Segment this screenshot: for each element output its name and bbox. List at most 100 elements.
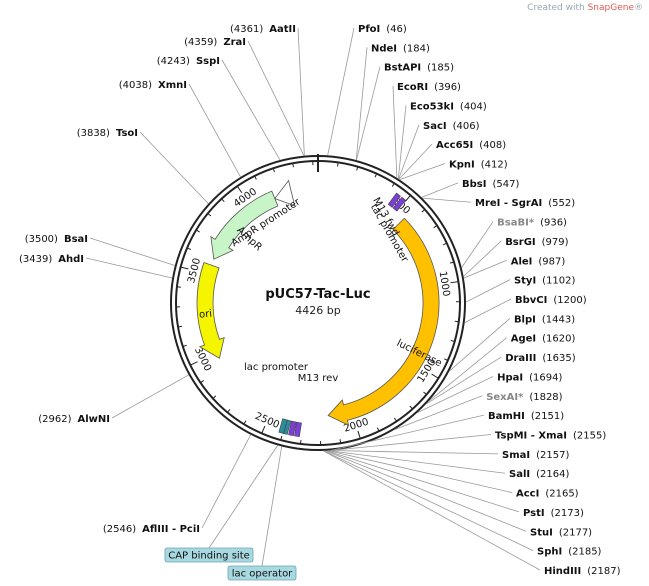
tick-minor	[280, 436, 283, 441]
site-leader	[397, 105, 407, 179]
boxed-label-leader	[261, 446, 283, 567]
site-xmni[interactable]: (4038)XmnI	[119, 80, 187, 91]
site-leader	[461, 221, 494, 268]
site-alwni[interactable]: (2962)AlwNI	[38, 414, 110, 425]
site-leader	[297, 27, 305, 156]
tick-minor	[200, 379, 205, 384]
site-zrai[interactable]: (4359)ZraI	[184, 37, 246, 48]
site-sali[interactable]: SalI(2164)	[509, 469, 569, 480]
site-leader	[89, 237, 175, 266]
site-leader	[323, 450, 534, 552]
site-alei[interactable]: AleI(987)	[511, 256, 566, 267]
site-saci[interactable]: SacI(406)	[423, 121, 480, 132]
site-kpni[interactable]: KpnI(412)	[449, 160, 508, 171]
m13-rev-feature[interactable]	[294, 421, 302, 438]
m13-fwd-feature[interactable]	[387, 192, 401, 208]
tick-minor	[443, 358, 449, 361]
snapgene-watermark: Created with SnapGene®	[527, 3, 643, 13]
site-leader	[327, 450, 513, 493]
ampr-feature[interactable]	[210, 190, 279, 260]
site-leader	[422, 197, 472, 203]
tick-minor	[212, 395, 217, 399]
tick-minor	[337, 162, 339, 167]
site-leader	[325, 450, 527, 532]
site-leader	[328, 450, 506, 474]
tick-major	[180, 266, 189, 270]
tick-minor	[423, 391, 427, 395]
site-leader	[188, 83, 241, 178]
ampr-promoter-feature[interactable]	[274, 179, 296, 207]
site-leader	[463, 259, 507, 279]
site-sexai[interactable]: SexAI*(1828)	[486, 392, 562, 403]
site-ecori[interactable]: EcoRI(396)	[397, 82, 461, 93]
site-leader	[394, 395, 483, 430]
tick-label: 1000	[437, 270, 452, 297]
site-leader	[201, 434, 251, 529]
lac-operator-box[interactable]	[227, 565, 297, 581]
lac-promoter-label: lac promoter	[244, 362, 309, 373]
site-bsabi[interactable]: BsaBI*(936)	[497, 218, 567, 229]
site-draiii[interactable]: DraIII(1635)	[505, 353, 576, 364]
plasmid-center: pUC57-Tac-Luc 4426 bp	[265, 287, 370, 317]
site-blpi[interactable]: BlpI(1443)	[514, 314, 575, 325]
site-eco53ki[interactable]: Eco53kI(404)	[410, 101, 487, 112]
site-leader	[398, 124, 420, 180]
site-leader	[326, 450, 520, 513]
site-stui[interactable]: StuI(2177)	[530, 527, 592, 538]
site-acc65i[interactable]: Acc65I(408)	[436, 140, 506, 151]
tick-major	[190, 361, 198, 366]
site-bbsi[interactable]: BbsI(547)	[462, 179, 519, 190]
site-styi[interactable]: StyI(1102)	[514, 276, 576, 287]
site-leader	[465, 279, 511, 303]
site-bamhi[interactable]: BamHI(2151)	[488, 411, 564, 422]
site-bsrgi[interactable]: BsrGI(979)	[505, 237, 568, 248]
tick-minor	[227, 408, 231, 413]
lac-promoter-feature[interactable]	[288, 420, 297, 437]
site-ndei[interactable]: NdeI(184)	[371, 43, 430, 54]
site-pfoi[interactable]: PfoI(46)	[358, 24, 407, 35]
ring-outer	[170, 155, 466, 451]
tick-major	[431, 373, 439, 379]
site-leader	[399, 163, 446, 180]
luciferase-feature[interactable]	[327, 217, 440, 426]
ori-feature[interactable]	[196, 261, 225, 359]
cap-binding-site-feature[interactable]	[278, 418, 288, 434]
site-leader	[329, 450, 499, 455]
site-tspmi-xmai[interactable]: TspMI - XmaI(2155)	[495, 431, 606, 442]
site-sphi[interactable]: SphI(2185)	[537, 547, 602, 558]
lac-operator-box-label: lac operator	[232, 569, 293, 580]
tick-minor	[356, 166, 359, 171]
tick-major	[261, 425, 266, 434]
site-acci[interactable]: AccI(2165)	[516, 489, 579, 500]
site-tsoi[interactable]: (3838)TsoI	[77, 128, 138, 139]
site-hindiii[interactable]: HindIII(2187)	[544, 566, 621, 577]
site-agei[interactable]: AgeI(1620)	[511, 334, 576, 345]
watermark-brand: SnapGene	[587, 3, 634, 13]
site-leader	[426, 356, 502, 405]
tick-minor	[186, 247, 191, 250]
tick-major	[357, 430, 361, 439]
site-bsai[interactable]: (3500)BsaI	[25, 234, 88, 245]
site-mrei-sgrai[interactable]: MreI - SgrAI(552)	[475, 198, 575, 209]
cap-binding-site-box[interactable]	[164, 547, 254, 563]
site-ahdi[interactable]: (3439)AhdI	[19, 254, 84, 265]
site-leader	[330, 434, 492, 451]
site-sspi[interactable]: (4243)SspI	[157, 56, 220, 67]
site-leader	[464, 298, 512, 323]
tick-minor	[409, 405, 413, 410]
ori-label: ori	[199, 309, 213, 321]
tac-promoter-feature[interactable]	[392, 196, 407, 212]
site-smai[interactable]: SmaI(2157)	[502, 450, 569, 461]
tick-major	[404, 194, 411, 202]
site-aatii[interactable]: (4361)AatII	[230, 24, 296, 35]
site-leader	[392, 86, 398, 178]
site-psti[interactable]: PstI(2173)	[523, 508, 584, 519]
site-afliii-pcii[interactable]: (2546)AflIII - PciI	[103, 524, 200, 535]
site-hpai[interactable]: HpaI(1694)	[497, 372, 562, 383]
site-bstapi[interactable]: BstAPI(185)	[384, 63, 454, 74]
site-bbvci[interactable]: BbvCI(1200)	[515, 295, 587, 306]
site-leader	[355, 47, 368, 161]
boxed-label-leader	[208, 445, 278, 549]
site-leader	[327, 27, 355, 156]
